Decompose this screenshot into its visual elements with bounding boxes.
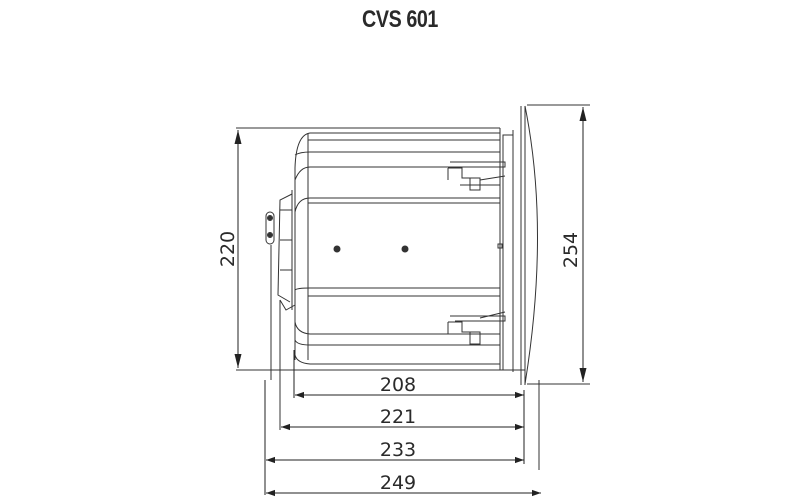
dimension-label-220: 220 — [217, 231, 239, 267]
screw-icons — [267, 215, 409, 253]
dimension-label-221: 221 — [380, 406, 416, 428]
horizontal-dimensions — [264, 350, 541, 497]
speaker-body — [236, 104, 590, 470]
screw-icon — [401, 245, 409, 253]
screw-icon — [333, 245, 341, 253]
dimension-label-233: 233 — [380, 439, 416, 461]
drawing-title: CVS 601 — [362, 6, 438, 33]
dimension-label-254: 254 — [560, 232, 582, 268]
dimension-label-249: 249 — [380, 472, 416, 494]
dimension-label-208: 208 — [380, 374, 416, 396]
